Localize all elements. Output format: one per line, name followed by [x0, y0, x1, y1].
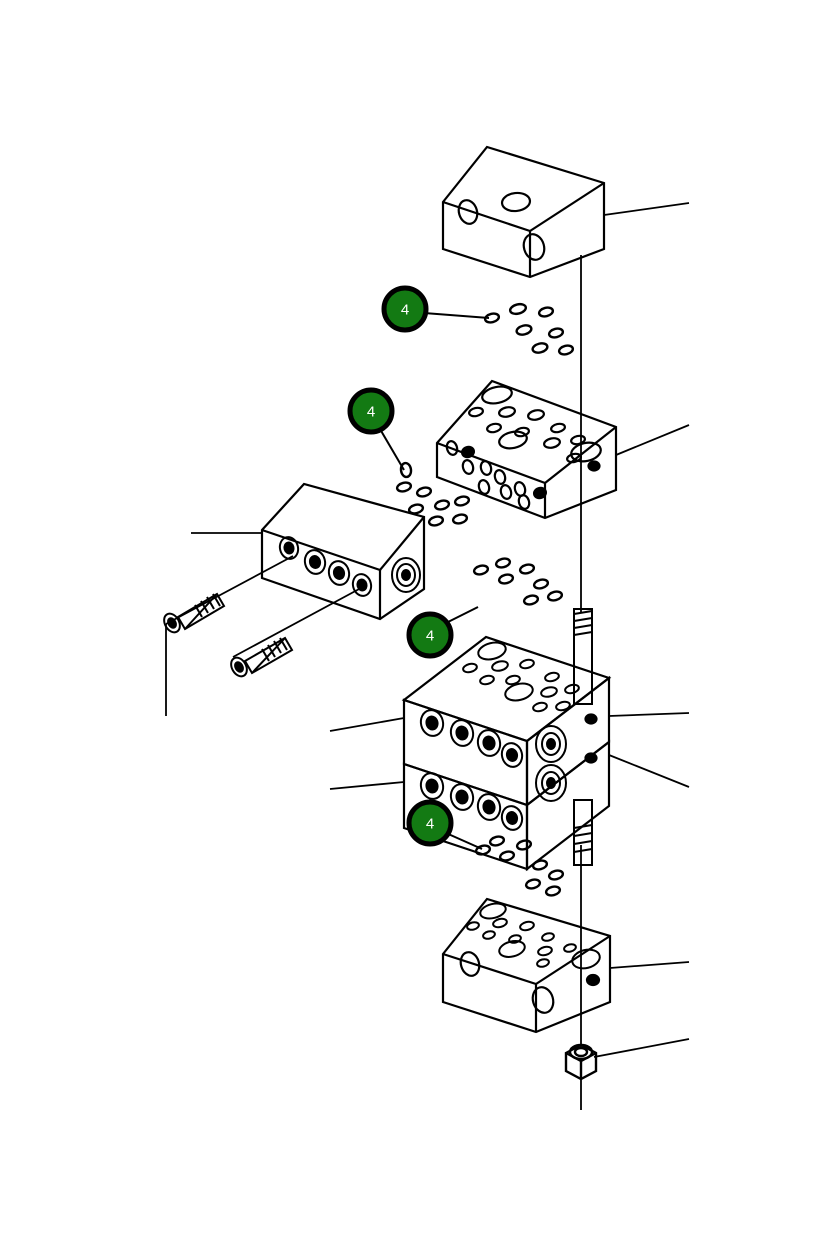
callout-markers: 4 4 4 4: [347, 285, 454, 847]
part-o-ring-seal-kit-bottom: [474, 835, 565, 897]
leader-end-plate-top: [603, 202, 690, 216]
callout-marker-circle[interactable]: [406, 611, 454, 659]
part-valve-block-left: [260, 482, 426, 621]
part-manifold-upper: [435, 379, 618, 520]
callout-marker-circle[interactable]: [347, 387, 395, 435]
leader-end-plate-bottom: [609, 961, 690, 969]
part-o-ring-seal-kit-top: [483, 302, 575, 356]
part-o-ring-seal-kit-upper-mid: [395, 461, 471, 527]
callout-marker-circle[interactable]: [381, 285, 429, 333]
callout-marker-circle[interactable]: [406, 799, 454, 847]
part-o-ring-seal-kit-lower-mid: [472, 557, 564, 606]
part-cap-screw-upper: [163, 592, 226, 634]
callout-marker-2[interactable]: 4: [347, 387, 395, 435]
leader-hex-nut: [593, 1038, 690, 1058]
part-cap-screw-lower: [230, 636, 294, 678]
leader-manifold-center-stack: [329, 712, 690, 790]
callout-marker-3[interactable]: 4: [406, 611, 454, 659]
part-end-plate-top: [441, 145, 606, 279]
part-hex-nut: [564, 1043, 598, 1081]
callout-leader-lines: [379, 312, 490, 850]
callout-marker-4[interactable]: 4: [406, 799, 454, 847]
part-end-plate-bottom: [441, 897, 612, 1034]
leader-manifold-upper: [615, 424, 690, 456]
callout-marker-1[interactable]: 4: [381, 285, 429, 333]
